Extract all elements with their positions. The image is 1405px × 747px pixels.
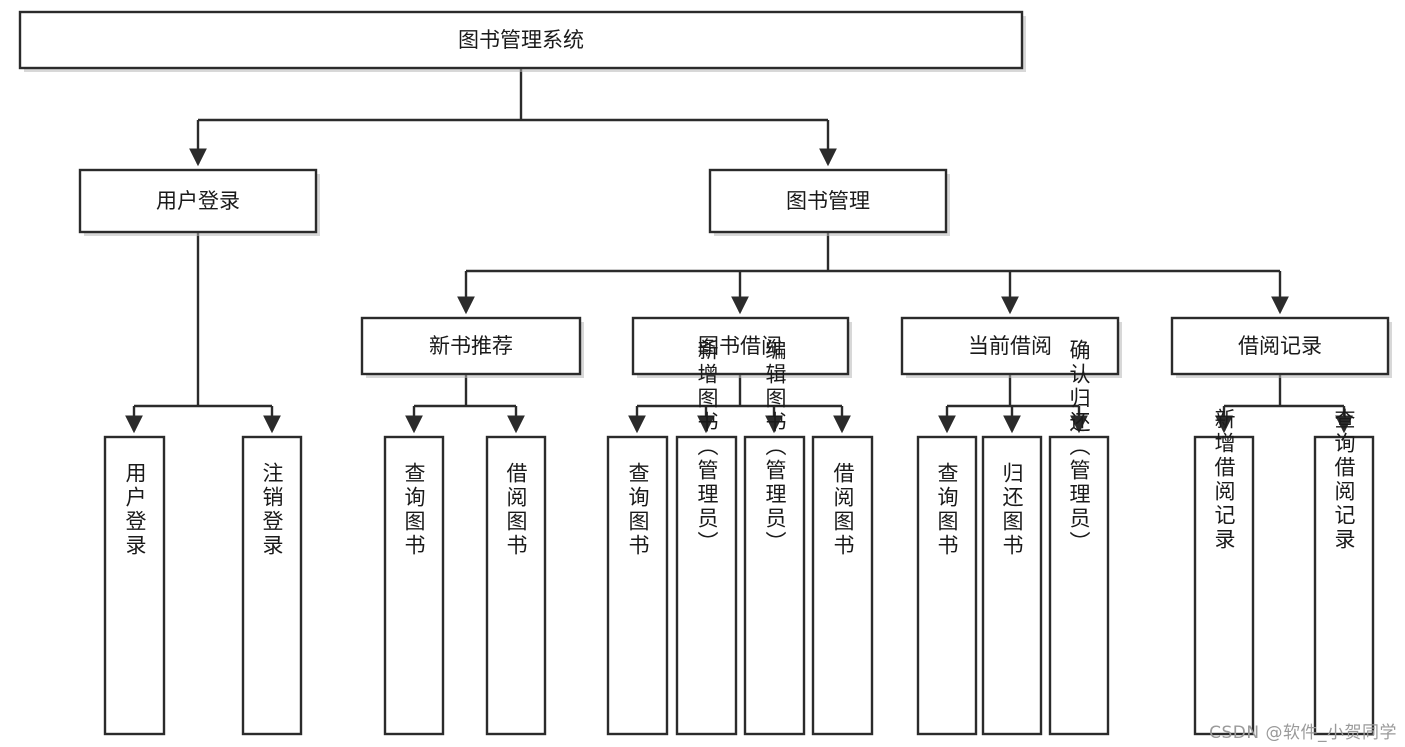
node-leaf-add-record[interactable]: 新增借阅记录 bbox=[1193, 408, 1255, 736]
node-leaf-query-book-2-box[interactable] bbox=[606, 435, 669, 736]
node-current-borrow[interactable]: 当前借阅 bbox=[900, 316, 1122, 378]
node-leaf-add-book-label: 新增图书（管理员） bbox=[695, 339, 719, 555]
node-root[interactable]: 图书管理系统 bbox=[18, 10, 1026, 72]
node-current-borrow-box[interactable] bbox=[900, 316, 1120, 376]
node-book-borrow-label: 图书借阅 bbox=[698, 334, 782, 358]
node-leaf-query-record[interactable]: 查询借阅记录 bbox=[1313, 408, 1375, 736]
node-leaf-user-login[interactable]: 用户登录 bbox=[103, 435, 166, 736]
node-book-manage[interactable]: 图书管理 bbox=[708, 168, 950, 236]
node-leaf-logout-login[interactable]: 注销登录 bbox=[241, 435, 303, 736]
node-leaf-edit-book-label: 编辑图书（管理员） bbox=[763, 339, 787, 555]
node-leaf-return-book-label: 归还图书 bbox=[1000, 462, 1024, 558]
node-leaf-borrow-book-1-label: 借阅图书 bbox=[504, 462, 528, 558]
connector-group-new-book-recommend bbox=[405, 374, 525, 434]
node-leaf-edit-book-box[interactable] bbox=[743, 435, 806, 736]
node-new-book-recommend-label: 新书推荐 bbox=[429, 334, 513, 358]
node-leaf-confirm-return[interactable]: 确认归还（管理员） bbox=[1048, 339, 1110, 736]
node-root-label: 图书管理系统 bbox=[458, 28, 584, 52]
connector-group-current-borrow bbox=[938, 374, 1088, 434]
node-root-box[interactable] bbox=[18, 10, 1024, 70]
node-leaf-query-record-label: 查询借阅记录 bbox=[1332, 408, 1356, 552]
node-leaf-query-book-2[interactable]: 查询图书 bbox=[606, 435, 669, 736]
leaf-nodes-group: 用户登录 注销登录 查询图书 借阅图书 查询图书 新增图书（管理员） bbox=[103, 339, 1375, 736]
node-leaf-query-book-3-box[interactable] bbox=[916, 435, 978, 736]
node-leaf-borrow-book-2[interactable]: 借阅图书 bbox=[811, 435, 874, 736]
node-leaf-borrow-book-1-box[interactable] bbox=[485, 435, 547, 736]
node-book-borrow-box[interactable] bbox=[631, 316, 850, 376]
node-leaf-add-book[interactable]: 新增图书（管理员） bbox=[675, 339, 738, 736]
node-leaf-query-book-1-box[interactable] bbox=[383, 435, 445, 736]
node-borrow-record-label: 借阅记录 bbox=[1238, 334, 1322, 358]
node-leaf-confirm-return-box[interactable] bbox=[1048, 435, 1110, 736]
node-leaf-query-book-1-label: 查询图书 bbox=[402, 462, 426, 558]
node-leaf-add-record-box[interactable] bbox=[1193, 435, 1255, 736]
node-leaf-query-record-box[interactable] bbox=[1313, 435, 1375, 736]
node-leaf-confirm-return-label: 确认归还（管理员） bbox=[1067, 339, 1091, 555]
connector-group-root bbox=[189, 68, 837, 167]
connector-group-book-manage bbox=[457, 232, 1289, 315]
node-leaf-query-book-2-label: 查询图书 bbox=[626, 462, 650, 558]
node-leaf-return-book-box[interactable] bbox=[981, 435, 1043, 736]
node-leaf-borrow-book-1[interactable]: 借阅图书 bbox=[485, 435, 547, 736]
node-book-manage-box[interactable] bbox=[708, 168, 948, 234]
node-leaf-add-record-label: 新增借阅记录 bbox=[1212, 408, 1236, 552]
node-leaf-user-login-box[interactable] bbox=[103, 435, 166, 736]
connector-group-book-borrow bbox=[628, 374, 851, 434]
node-book-borrow[interactable]: 图书借阅 bbox=[631, 316, 852, 378]
node-leaf-query-book-3[interactable]: 查询图书 bbox=[916, 435, 978, 736]
node-borrow-record[interactable]: 借阅记录 bbox=[1170, 316, 1392, 378]
node-leaf-query-book-1[interactable]: 查询图书 bbox=[383, 435, 445, 736]
connector-group-user-login bbox=[125, 232, 281, 434]
node-borrow-record-box[interactable] bbox=[1170, 316, 1390, 376]
node-leaf-logout-login-box[interactable] bbox=[241, 435, 303, 736]
node-leaf-add-book-box[interactable] bbox=[675, 435, 738, 736]
node-leaf-borrow-book-2-label: 借阅图书 bbox=[831, 462, 855, 558]
node-user-login[interactable]: 用户登录 bbox=[78, 168, 320, 236]
node-leaf-logout-login-label: 注销登录 bbox=[260, 462, 284, 558]
node-leaf-edit-book[interactable]: 编辑图书（管理员） bbox=[743, 339, 806, 736]
connector-group-borrow-record bbox=[1215, 374, 1353, 434]
node-book-manage-label: 图书管理 bbox=[786, 189, 870, 213]
node-leaf-return-book[interactable]: 归还图书 bbox=[981, 435, 1043, 736]
node-new-book-recommend[interactable]: 新书推荐 bbox=[360, 316, 584, 378]
node-leaf-borrow-book-2-box[interactable] bbox=[811, 435, 874, 736]
node-new-book-recommend-box[interactable] bbox=[360, 316, 582, 376]
node-user-login-box[interactable] bbox=[78, 168, 318, 234]
node-leaf-query-book-3-label: 查询图书 bbox=[935, 462, 959, 558]
node-leaf-user-login-label: 用户登录 bbox=[123, 462, 147, 558]
node-current-borrow-label: 当前借阅 bbox=[968, 334, 1052, 358]
node-user-login-label: 用户登录 bbox=[156, 189, 240, 213]
